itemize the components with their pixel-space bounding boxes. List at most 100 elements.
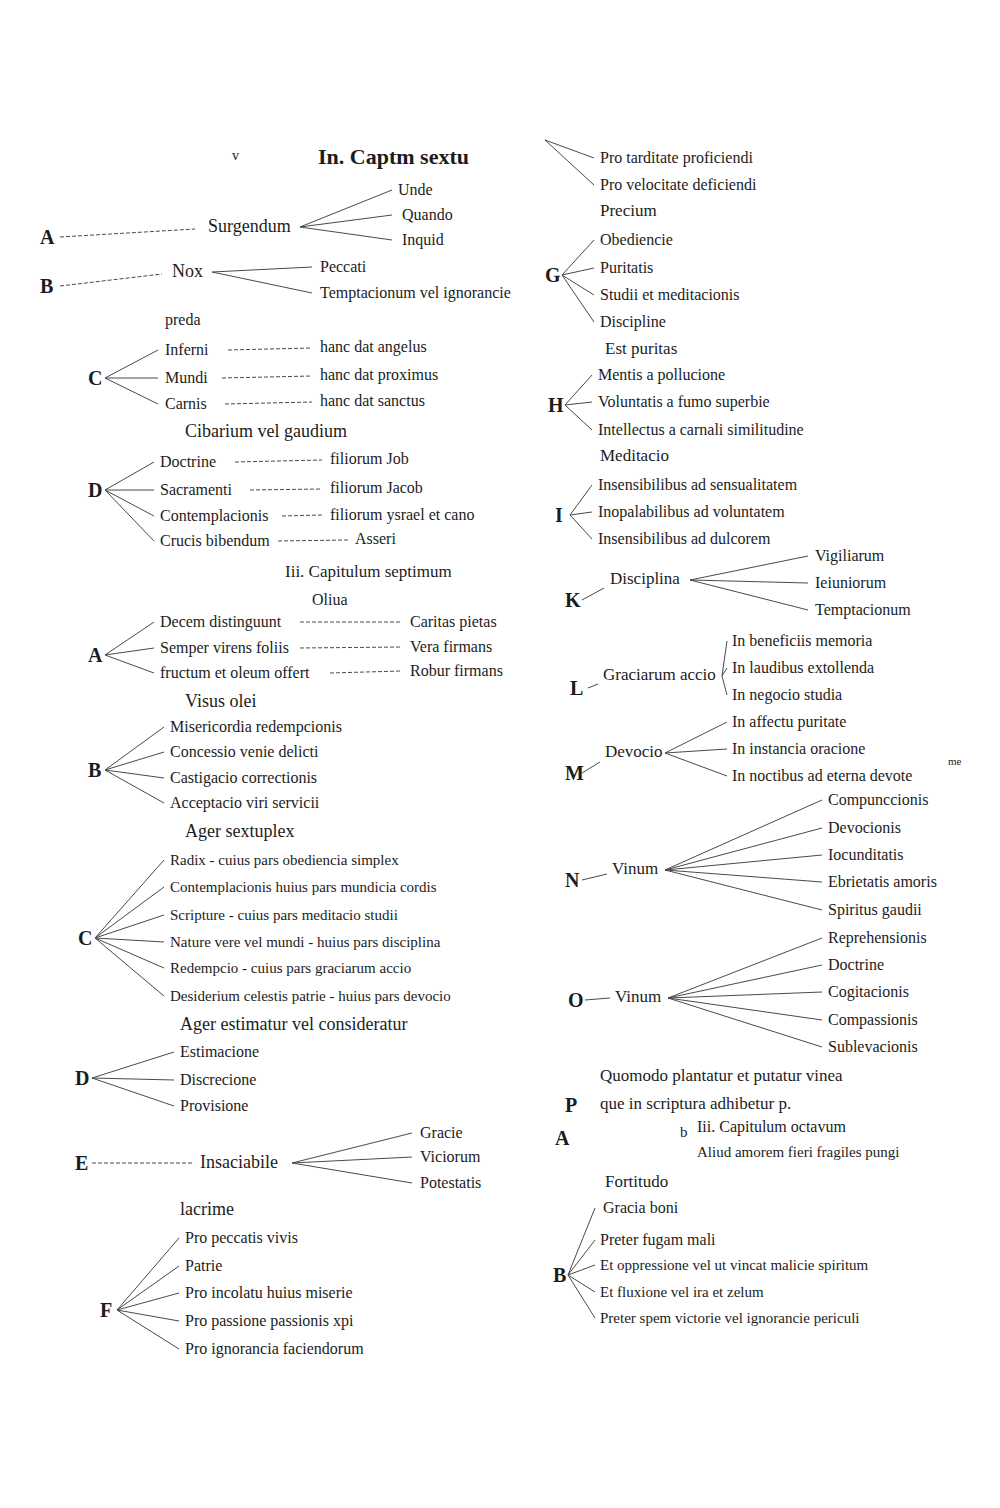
manuscript-text: Pro velocitate deficiendi <box>600 175 756 194</box>
manuscript-text: Vinum <box>615 987 661 1007</box>
manuscript-text: Gracie <box>420 1123 463 1142</box>
distinction-letter: E <box>75 1151 88 1175</box>
manuscript-text: Insensibilibus ad sensualitatem <box>598 475 797 494</box>
distinction-letter: B <box>40 274 53 298</box>
manuscript-text: Est puritas <box>605 339 677 359</box>
manuscript-text: Doctrine <box>828 955 884 974</box>
manuscript-text: Pro passione passionis xpi <box>185 1311 353 1330</box>
branch-strokes <box>60 140 822 1349</box>
manuscript-text: Sacramenti <box>160 480 232 499</box>
manuscript-text: Inquid <box>402 230 444 249</box>
manuscript-text: Carnis <box>165 394 207 413</box>
distinction-letter: F <box>100 1298 112 1322</box>
manuscript-text: Patrie <box>185 1256 222 1275</box>
manuscript-text: Iocunditatis <box>828 845 904 864</box>
distinction-letter: A <box>555 1126 569 1150</box>
manuscript-text: Studii et meditacionis <box>600 285 740 304</box>
distinction-letter: b <box>680 1123 688 1141</box>
distinction-letter: I <box>555 503 563 527</box>
manuscript-text: In instancia oracione <box>732 739 865 758</box>
manuscript-text: fructum et oleum offert <box>160 663 309 682</box>
manuscript-text: In affectu puritate <box>732 712 846 731</box>
manuscript-text: Graciarum accio <box>603 665 716 685</box>
manuscript-text: Pro incolatu huius miserie <box>185 1283 353 1302</box>
manuscript-text: Peccati <box>320 257 366 276</box>
manuscript-text: Et oppressione vel ut vincat malicie spi… <box>600 1256 868 1274</box>
manuscript-text: Vinum <box>612 859 658 879</box>
manuscript-text: Surgendum <box>208 216 291 238</box>
manuscript-text: Compassionis <box>828 1010 918 1029</box>
manuscript-text: Quando <box>402 205 453 224</box>
manuscript-text: Preter spem victorie vel ignorancie peri… <box>600 1309 859 1327</box>
manuscript-text: Iii. Capitulum octavum <box>697 1117 846 1136</box>
manuscript-text: Nox <box>172 261 203 283</box>
manuscript-text: Reprehensionis <box>828 928 927 947</box>
manuscript-text: Nature vere vel mundi - huius pars disci… <box>170 933 440 951</box>
manuscript-text: Insensibilibus ad dulcorem <box>598 529 770 548</box>
manuscript-text: Voluntatis a fumo superbie <box>598 392 770 411</box>
manuscript-text: Precium <box>600 201 657 221</box>
manuscript-text: Visus olei <box>185 691 256 713</box>
manuscript-text: hanc dat proximus <box>320 365 438 384</box>
manuscript-text: preda <box>165 310 201 329</box>
manuscript-text: In beneficiis memoria <box>732 631 872 650</box>
manuscript-text: Caritas pietas <box>410 612 497 631</box>
manuscript-text: Acceptacio viri servicii <box>170 793 319 812</box>
manuscript-text: Ebrietatis amoris <box>828 872 937 891</box>
distinction-letter: C <box>78 926 92 950</box>
manuscript-text: Fortitudo <box>605 1172 668 1192</box>
manuscript-text: Misericordia redempcionis <box>170 717 342 736</box>
manuscript-text: Contemplacionis <box>160 506 268 525</box>
manuscript-text: Decem distinguunt <box>160 612 281 631</box>
manuscript-text: Aliud amorem fieri fragiles pungi <box>697 1143 899 1161</box>
manuscript-text: me <box>948 755 961 768</box>
manuscript-text: Asseri <box>355 529 396 548</box>
distinction-letter: v <box>232 148 239 165</box>
manuscript-text: Provisione <box>180 1096 248 1115</box>
manuscript-text: Cogitacionis <box>828 982 909 1001</box>
manuscript-text: Inopalabilibus ad voluntatem <box>598 502 785 521</box>
manuscript-text: Potestatis <box>420 1173 481 1192</box>
manuscript-text: Puritatis <box>600 258 653 277</box>
manuscript-text: Scripture - cuius pars meditacio studii <box>170 906 398 924</box>
distinction-letter: G <box>545 263 561 287</box>
distinction-letter: D <box>75 1066 89 1090</box>
manuscript-text: Viciorum <box>420 1147 480 1166</box>
manuscript-text: Ager sextuplex <box>185 821 294 843</box>
manuscript-text: Iii. Capitulum septimum <box>285 562 452 582</box>
manuscript-text: Cibarium vel gaudium <box>185 421 347 443</box>
manuscript-text: Meditacio <box>600 446 669 466</box>
manuscript-text: Discipline <box>600 312 666 331</box>
manuscript-text: Compunccionis <box>828 790 928 809</box>
manuscript-text: Quomodo plantatur et putatur vinea <box>600 1066 843 1086</box>
manuscript-text: Mentis a pollucione <box>598 365 725 384</box>
manuscript-text: Discrecione <box>180 1070 256 1089</box>
manuscript-text: Oliua <box>312 590 348 609</box>
manuscript-text: Et fluxione vel ira et zelum <box>600 1283 764 1301</box>
manuscript-text: Temptacionum vel ignorancie <box>320 283 511 302</box>
manuscript-text: Crucis bibendum <box>160 531 270 550</box>
manuscript-text: Pro peccatis vivis <box>185 1228 298 1247</box>
manuscript-text: Temptacionum <box>815 600 911 619</box>
manuscript-text: Estimacione <box>180 1042 259 1061</box>
distinction-letter: K <box>565 588 581 612</box>
manuscript-text: Devocio <box>605 742 663 762</box>
manuscript-text: Desiderium celestis patrie - huius pars … <box>170 987 451 1005</box>
distinction-letter: B <box>553 1263 566 1287</box>
manuscript-text: Redempcio - cuius pars graciarum accio <box>170 959 411 977</box>
distinction-letter: D <box>88 478 102 502</box>
manuscript-text: Disciplina <box>610 569 680 589</box>
distinction-letter: M <box>565 761 584 785</box>
manuscript-text: In negocio studia <box>732 685 842 704</box>
distinction-letter: A <box>40 225 54 249</box>
manuscript-text: Doctrine <box>160 452 216 471</box>
manuscript-text: Ieiuniorum <box>815 573 886 592</box>
manuscript-text: Robur firmans <box>410 661 503 680</box>
distinction-letter: P <box>565 1093 577 1117</box>
manuscript-text: filiorum Jacob <box>330 478 423 497</box>
distinction-letter: O <box>568 988 584 1012</box>
manuscript-text: Spiritus gaudii <box>828 900 922 919</box>
manuscript-text: que in scriptura adhibetur p. <box>600 1094 791 1114</box>
manuscript-text: Vigiliarum <box>815 546 884 565</box>
manuscript-text: lacrime <box>180 1199 234 1221</box>
